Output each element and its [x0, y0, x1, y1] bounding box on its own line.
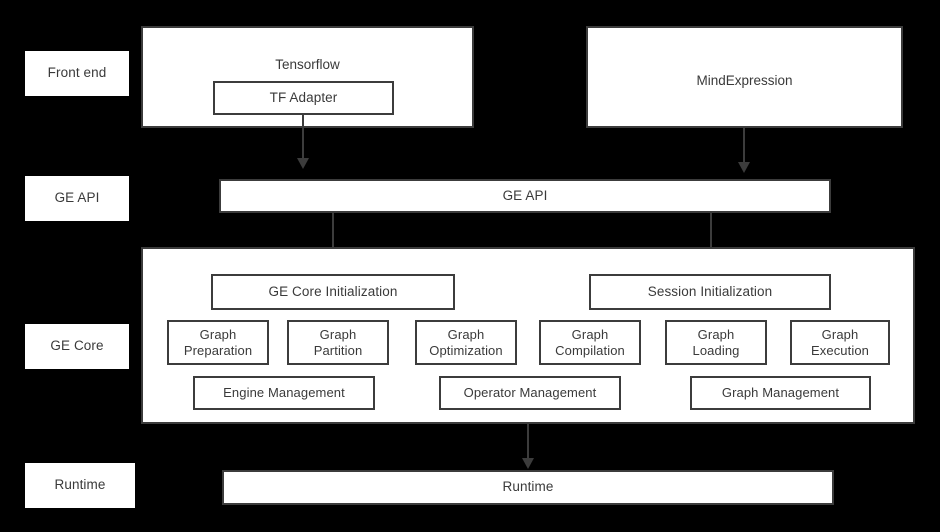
tier-label-front-end: Front end	[25, 51, 129, 96]
arrow-ge-core-to-runtime-head	[522, 458, 534, 469]
ge-core-initialization-label: GE Core Initialization	[268, 283, 398, 299]
stage-label-graph-preparation: Graph Preparation	[183, 326, 253, 358]
management-box-graph-management[interactable]: Graph Management	[690, 376, 871, 410]
tier-label-runtime: Runtime	[25, 463, 135, 508]
session-initialization-box[interactable]: Session Initialization	[589, 274, 831, 310]
tier-label-ge-core: GE Core	[25, 324, 129, 369]
stage-box-graph-compilation[interactable]: Graph Compilation	[539, 320, 641, 365]
stage-label-graph-execution: Graph Execution	[811, 326, 869, 358]
tf-adapter-box[interactable]: TF Adapter	[213, 81, 394, 115]
management-label-engine-management: Engine Management	[223, 385, 345, 401]
tier-label-ge-api: GE API	[25, 176, 129, 221]
management-box-operator-management[interactable]: Operator Management	[439, 376, 621, 410]
management-label-operator-management: Operator Management	[463, 385, 597, 401]
stage-box-graph-preparation[interactable]: Graph Preparation	[167, 320, 269, 365]
stage-box-graph-optimization[interactable]: Graph Optimization	[415, 320, 517, 365]
management-box-engine-management[interactable]: Engine Management	[193, 376, 375, 410]
stage-label-graph-optimization: Graph Optimization	[429, 326, 503, 358]
tf-adapter-label: TF Adapter	[269, 89, 338, 105]
arrow-ge-api-to-session-init-line	[710, 213, 712, 263]
mindexpression-title: MindExpression	[696, 73, 793, 88]
session-initialization-label: Session Initialization	[647, 283, 773, 299]
stage-label-graph-loading: Graph Loading	[692, 326, 740, 358]
arrow-tf-adapter-to-ge-api-line	[302, 115, 304, 160]
ge-api-label: GE API	[502, 187, 548, 203]
stage-label-graph-partition: Graph Partition	[313, 326, 363, 358]
tier-label-runtime-text: Runtime	[54, 477, 106, 493]
stage-box-graph-loading[interactable]: Graph Loading	[665, 320, 767, 365]
mindexpression-container: MindExpression	[586, 26, 903, 128]
runtime-label: Runtime	[502, 479, 554, 495]
ge-core-initialization-box[interactable]: GE Core Initialization	[211, 274, 455, 310]
tier-label-ge-core-text: GE Core	[50, 338, 104, 354]
arrow-mindexpression-to-ge-api-head	[738, 162, 750, 173]
stage-box-graph-partition[interactable]: Graph Partition	[287, 320, 389, 365]
stage-box-graph-execution[interactable]: Graph Execution	[790, 320, 890, 365]
runtime-box[interactable]: Runtime	[222, 470, 834, 505]
arrow-mindexpression-to-ge-api-line	[743, 128, 745, 164]
tier-label-ge-api-text: GE API	[54, 190, 100, 206]
tensorflow-title: Tensorflow	[275, 57, 340, 72]
ge-api-box[interactable]: GE API	[219, 179, 831, 213]
arrow-ge-api-to-ge-core-init-line	[332, 213, 334, 263]
management-label-graph-management: Graph Management	[721, 385, 840, 401]
arrow-tf-adapter-to-ge-api-head	[297, 158, 309, 169]
arrow-ge-core-to-runtime-line	[527, 424, 529, 460]
stage-label-graph-compilation: Graph Compilation	[555, 326, 625, 358]
tier-label-front-end-text: Front end	[47, 65, 107, 81]
